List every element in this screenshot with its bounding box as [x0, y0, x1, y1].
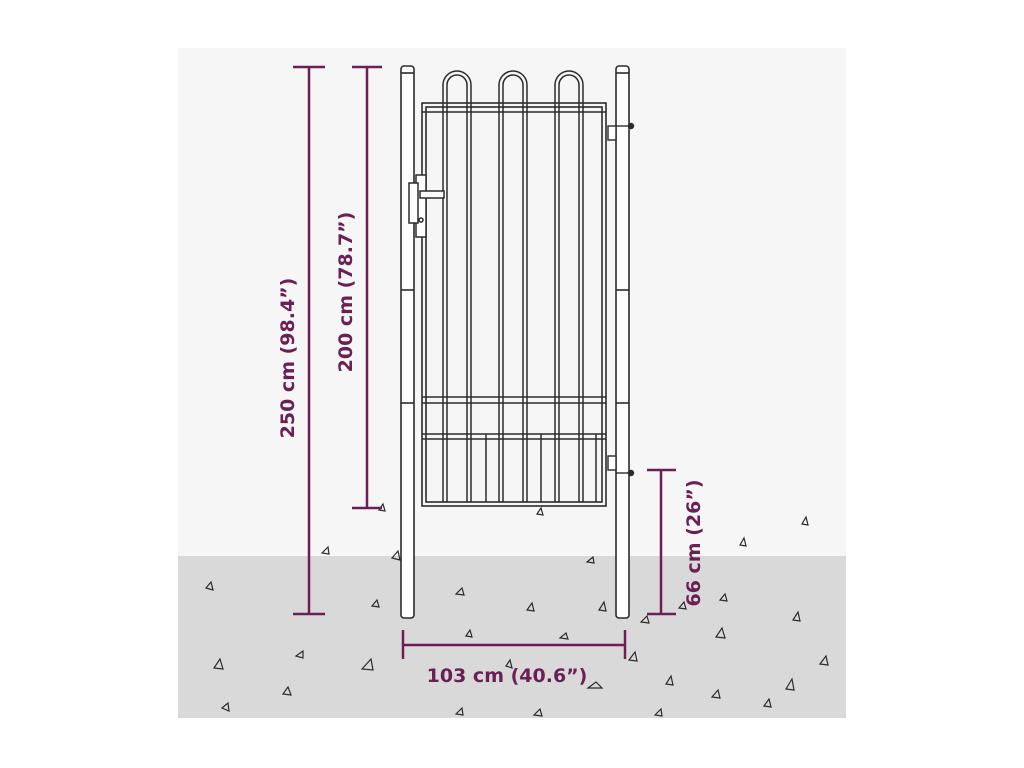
lock-box: [408, 182, 419, 224]
ground: [178, 556, 846, 718]
gate-hinges: [607, 122, 635, 477]
right-post: [615, 65, 630, 619]
post-gap-dimension: [647, 468, 676, 616]
gate-height-label: 200 cm (78.7”): [335, 212, 357, 373]
handle-lever: [419, 190, 445, 199]
total-height-label: 250 cm (98.4”): [277, 278, 299, 439]
gate-frame: [421, 102, 607, 507]
total-height-dimension: [293, 65, 325, 616]
left-post: [400, 65, 415, 619]
gate-width-label: 103 cm (40.6”): [427, 665, 588, 687]
gravel-stones: [204, 502, 829, 717]
post-gap-label: 66 cm (26”): [683, 479, 705, 606]
gate-lock-handle: [408, 174, 445, 238]
gate-width-dimension: [401, 630, 627, 659]
gate-bars: [442, 70, 597, 502]
gate-height-dimension: [352, 65, 382, 510]
